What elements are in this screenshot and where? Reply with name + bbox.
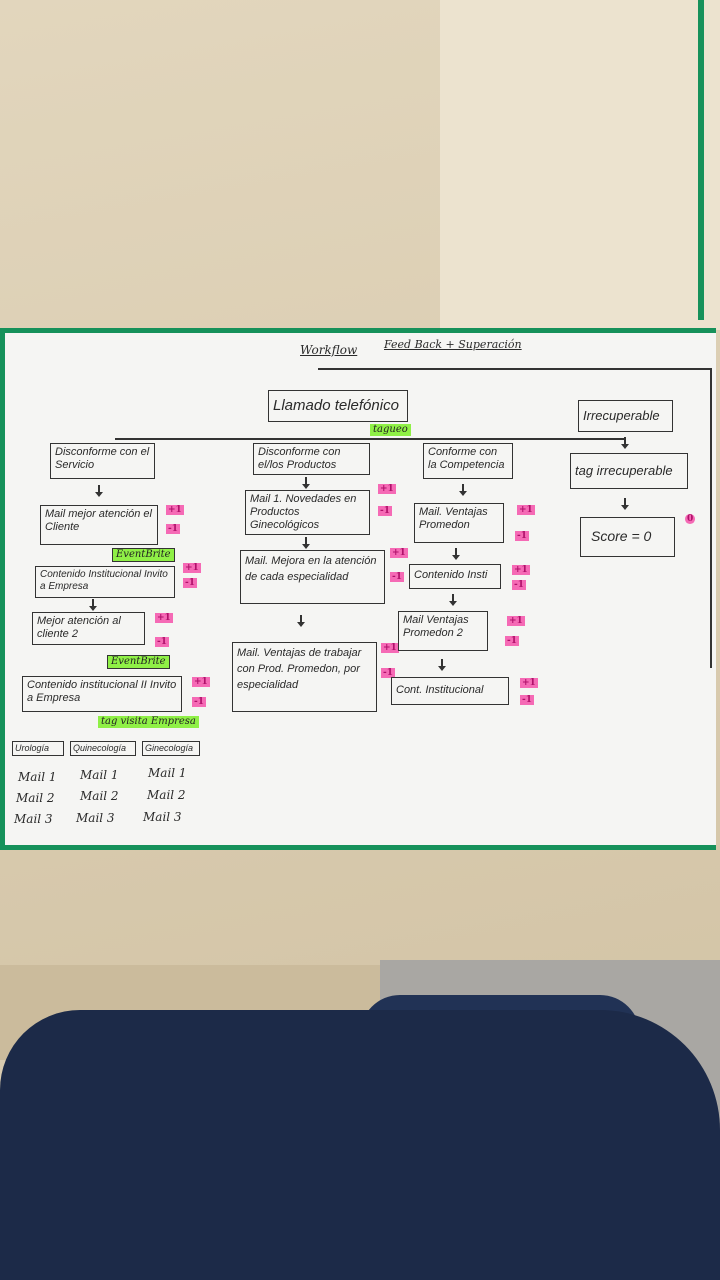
node-mail-ventajas-promedon-especialidad: Mail. Ventajas de trabajar con Prod. Pro… (232, 642, 377, 712)
score-minus: -1 (390, 572, 404, 582)
arrow-down-icon (302, 537, 309, 549)
arrow-down-icon (297, 615, 304, 627)
connector (710, 368, 712, 668)
connector (318, 368, 711, 370)
mail-item: Mail 1 (148, 766, 187, 780)
mail-item: Mail 1 (18, 770, 57, 784)
score-plus: +1 (155, 613, 173, 623)
title-workflow: Workflow (300, 343, 358, 357)
score-plus: +1 (166, 505, 184, 515)
mail-item: Mail 2 (80, 789, 119, 803)
arrow-down-icon (452, 548, 459, 560)
tag-visita-empresa: tag visita Empresa (98, 716, 199, 728)
score-plus: +1 (390, 548, 408, 558)
paper-edge (698, 0, 704, 320)
mail-item: Mail 3 (76, 811, 115, 825)
score-minus: -1 (381, 668, 395, 678)
node-llamado-telefonico: Llamado telefónico (268, 390, 408, 422)
mail-item: Mail 2 (16, 791, 55, 805)
arrow-down-icon (621, 437, 628, 449)
arrow-down-icon (89, 599, 96, 611)
tag-tagueo: tagueo (370, 424, 411, 436)
score-minus: -1 (505, 636, 519, 646)
score-minus: -1 (155, 637, 169, 647)
score-plus: +1 (378, 484, 396, 494)
score-minus: -1 (520, 695, 534, 705)
score-minus: -1 (515, 531, 529, 541)
score-zero-badge: 0 (685, 514, 696, 524)
score-plus: +1 (192, 677, 210, 687)
node-cont-institucional: Cont. Institucional (391, 677, 509, 705)
score-minus: -1 (512, 580, 526, 590)
node-contenido-institucional-2: Contenido institucional II Invito a Empr… (22, 676, 182, 712)
specialty-quinecologia: Quinecología (70, 741, 136, 756)
score-plus: +1 (517, 505, 535, 515)
jeans-legs (0, 1010, 720, 1280)
score-minus: -1 (378, 506, 392, 516)
score-plus: +1 (520, 678, 538, 688)
node-mail-mejora-atencion: Mail. Mejora en la atención de cada espe… (240, 550, 385, 604)
mail-item: Mail 3 (143, 810, 182, 824)
title-feedback: Feed Back + Superación (384, 338, 522, 351)
arrow-down-icon (95, 485, 102, 497)
connector (115, 438, 625, 440)
score-plus: +1 (512, 565, 530, 575)
paper-stack (440, 0, 720, 330)
score-minus: -1 (166, 524, 180, 534)
node-contenido-institucional: Contenido Institucional Invito a Empresa (35, 566, 175, 598)
score-minus: -1 (192, 697, 206, 707)
arrow-down-icon (621, 498, 628, 510)
mail-item: Mail 2 (147, 788, 186, 802)
node-tag-irrecuperable: tag irrecuperable (570, 453, 688, 489)
workflow-poster (0, 328, 716, 850)
node-score-zero: Score = 0 (580, 517, 675, 557)
arrow-down-icon (438, 659, 445, 671)
arrow-down-icon (302, 477, 309, 489)
node-irrecuperable: Irrecuperable (578, 400, 673, 432)
arrow-down-icon (459, 484, 466, 496)
tag-eventbrite: EventBrite (107, 655, 170, 669)
node-mail-ventajas-promedon: Mail. Ventajas Promedon (414, 503, 504, 543)
score-plus: +1 (507, 616, 525, 626)
node-mail-ventajas-promedon-2: Mail Ventajas Promedon 2 (398, 611, 488, 651)
node-conforme-competencia: Conforme con la Competencia (423, 443, 513, 479)
node-disconforme-servicio: Disconforme con el Servicio (50, 443, 155, 479)
tag-eventbrite: EventBrite (112, 548, 175, 562)
score-minus: -1 (183, 578, 197, 588)
node-mail-novedades: Mail 1. Novedades en Productos Ginecológ… (245, 490, 370, 535)
specialty-urologia: Urología (12, 741, 64, 756)
node-mejor-atencion-2: Mejor atención al cliente 2 (32, 612, 145, 645)
score-plus: +1 (381, 643, 399, 653)
node-mail-mejor-atencion: Mail mejor atención el Cliente (40, 505, 158, 545)
arrow-down-icon (449, 594, 456, 606)
mail-item: Mail 1 (80, 768, 119, 782)
mail-item: Mail 3 (14, 812, 53, 826)
score-plus: +1 (183, 563, 201, 573)
node-disconforme-productos: Disconforme con el/los Productos (253, 443, 370, 475)
specialty-ginecologia: Ginecología (142, 741, 200, 756)
node-contenido-insti: Contenido Insti (409, 564, 501, 589)
